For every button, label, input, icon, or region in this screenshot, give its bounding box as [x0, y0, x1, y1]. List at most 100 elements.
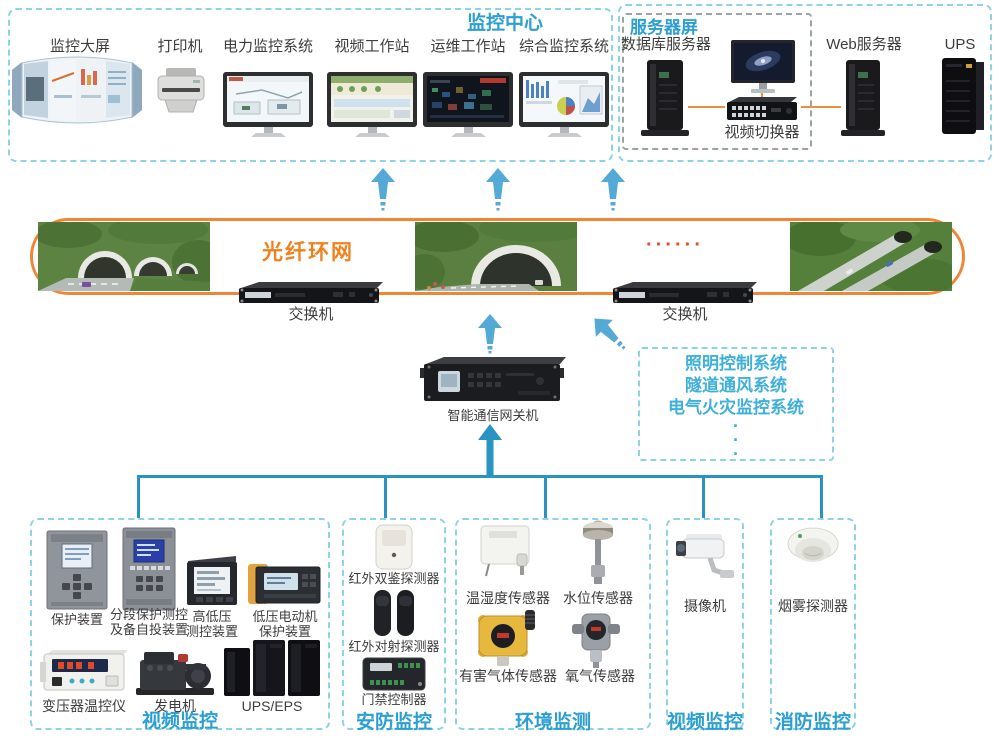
integrated-monitoring-system-label: 综合监控系统	[518, 38, 609, 55]
gateway-icon	[418, 355, 568, 409]
bus-drop-line	[544, 476, 547, 518]
temp-humidity-sensor-icon	[477, 524, 533, 580]
pir-detector-icon	[371, 524, 417, 570]
section-protection-device-label: 分段保护测控 及备自投装置	[109, 607, 188, 637]
gateway-uplink-arrow-icon	[477, 314, 503, 354]
database-server-icon	[641, 58, 689, 138]
beam-detector-icon	[370, 588, 418, 638]
ops-workstation-monitor-icon	[422, 72, 514, 138]
bus-horizontal-line	[137, 475, 823, 478]
lighting-control-system-label: 照明控制系统	[685, 354, 787, 373]
database-server-label: 数据库服务器	[620, 36, 711, 53]
tunnel-photo-2	[415, 222, 577, 291]
access-controller-icon	[362, 656, 426, 692]
water-level-sensor-label: 水位传感器	[563, 590, 633, 606]
fire-group-box	[770, 518, 856, 730]
bus-drop-line	[820, 476, 823, 518]
tunnel-ventilation-system-label: 隧道通风系统	[685, 376, 787, 395]
subsystems-box	[638, 347, 834, 461]
ups-eps-icon	[222, 636, 322, 698]
uplink-arrow-icon	[485, 168, 511, 212]
fire-group-label: 消防监控	[774, 712, 851, 733]
video-group-label: 视频监控	[666, 712, 743, 733]
printer-label: 打印机	[157, 38, 203, 55]
bus-to-gateway-arrow-icon	[477, 424, 503, 478]
temp-humidity-sensor-label: 温湿度传感器	[466, 590, 550, 606]
connector-monitor-to-switcher	[761, 91, 763, 97]
transformer-temp-controller-icon	[40, 648, 128, 696]
uplink-arrow-icon	[370, 168, 396, 212]
switch-left-icon	[237, 281, 385, 307]
hv-lv-meter-icon	[184, 553, 240, 609]
switch-right-label: 交换机	[662, 306, 708, 323]
power-group-label: 视频监控	[141, 711, 218, 732]
harmful-gas-sensor-icon	[473, 608, 537, 668]
ring-ellipsis: ······	[646, 234, 704, 256]
environment-group-box	[455, 518, 651, 730]
protection-device-label: 保护装置	[50, 612, 103, 627]
subsystems-ellipsis-dot: ·	[733, 444, 739, 464]
ups-label: UPS	[944, 36, 976, 53]
power-monitoring-system-label: 电力监控系统	[222, 38, 313, 55]
uplink-arrow-icon	[600, 168, 626, 212]
server-screen-title: 服务器屏	[630, 18, 698, 37]
pir-detector-label: 红外双鉴探测器	[348, 571, 440, 586]
video-switcher-icon	[725, 97, 801, 123]
server-area-box	[618, 4, 992, 162]
video-workstation-monitor-icon	[326, 72, 418, 138]
connector-db-to-switcher	[688, 106, 725, 108]
smoke-detector-label: 烟雾探测器	[778, 598, 848, 614]
ops-workstation-label: 运维工作站	[430, 38, 506, 55]
web-server-label: Web服务器	[826, 36, 902, 53]
harmful-gas-sensor-label: 有害气体传感器	[459, 668, 557, 684]
video-wall-label: 监控大屏	[49, 38, 110, 55]
environment-group-label: 环境监测	[514, 712, 591, 733]
oxygen-sensor-label: 氧气传感器	[565, 668, 635, 684]
ups-eps-label: UPS/EPS	[241, 698, 303, 714]
access-controller-label: 门禁控制器	[361, 692, 427, 707]
video-workstation-label: 视频工作站	[334, 38, 410, 55]
tunnel-photo-1	[38, 222, 210, 291]
video-switcher-monitor-icon	[731, 40, 795, 94]
lv-motor-protector-label: 低压电动机 保护装置	[252, 609, 318, 639]
power-monitoring-monitor-icon	[222, 72, 314, 138]
transformer-temp-controller-label: 变压器温控仪	[42, 698, 126, 714]
video-group-box	[666, 518, 744, 730]
tunnel-photo-3	[790, 222, 952, 291]
lv-motor-protector-icon	[248, 562, 322, 608]
security-group-box	[342, 518, 446, 730]
oxygen-sensor-icon	[572, 610, 620, 668]
switch-right-icon	[611, 281, 759, 307]
section-protection-device-icon	[122, 527, 176, 611]
server-screen-box	[622, 13, 812, 150]
generator-label: 发电机	[154, 698, 196, 714]
integrated-monitoring-monitor-icon	[518, 72, 610, 138]
diagonal-uplink-arrow-icon	[584, 310, 636, 358]
subsystems-ellipsis-dot: ·	[733, 430, 739, 450]
protection-device-icon	[46, 530, 108, 610]
printer-icon	[153, 64, 209, 118]
web-server-icon	[841, 58, 885, 138]
bus-drop-line	[384, 476, 387, 518]
camera-icon	[676, 528, 734, 582]
water-level-sensor-icon	[578, 520, 618, 586]
monitoring-center-title: 监控中心	[466, 13, 543, 34]
fiber-ring-label: 光纤环网	[262, 241, 354, 264]
gateway-label: 智能通信网关机	[447, 408, 539, 423]
bus-drop-line	[702, 476, 705, 518]
monitoring-center-box	[8, 8, 613, 162]
video-wall-icon	[12, 54, 142, 132]
hv-lv-meter-label: 高低压 测控装置	[185, 609, 238, 639]
ups-icon	[936, 54, 988, 138]
security-group-label: 安防监控	[355, 712, 432, 733]
electrical-fire-monitoring-system-label: 电气火灾监控系统	[668, 398, 804, 417]
switch-left-label: 交换机	[288, 306, 334, 323]
smoke-detector-icon	[786, 526, 840, 574]
generator-icon	[134, 644, 216, 698]
power-group-box	[30, 518, 330, 730]
camera-label: 摄像机	[684, 598, 726, 614]
connector-switcher-to-web	[801, 106, 841, 108]
subsystems-ellipsis-dot: ·	[733, 416, 739, 436]
video-switcher-label: 视频切换器	[724, 124, 800, 141]
